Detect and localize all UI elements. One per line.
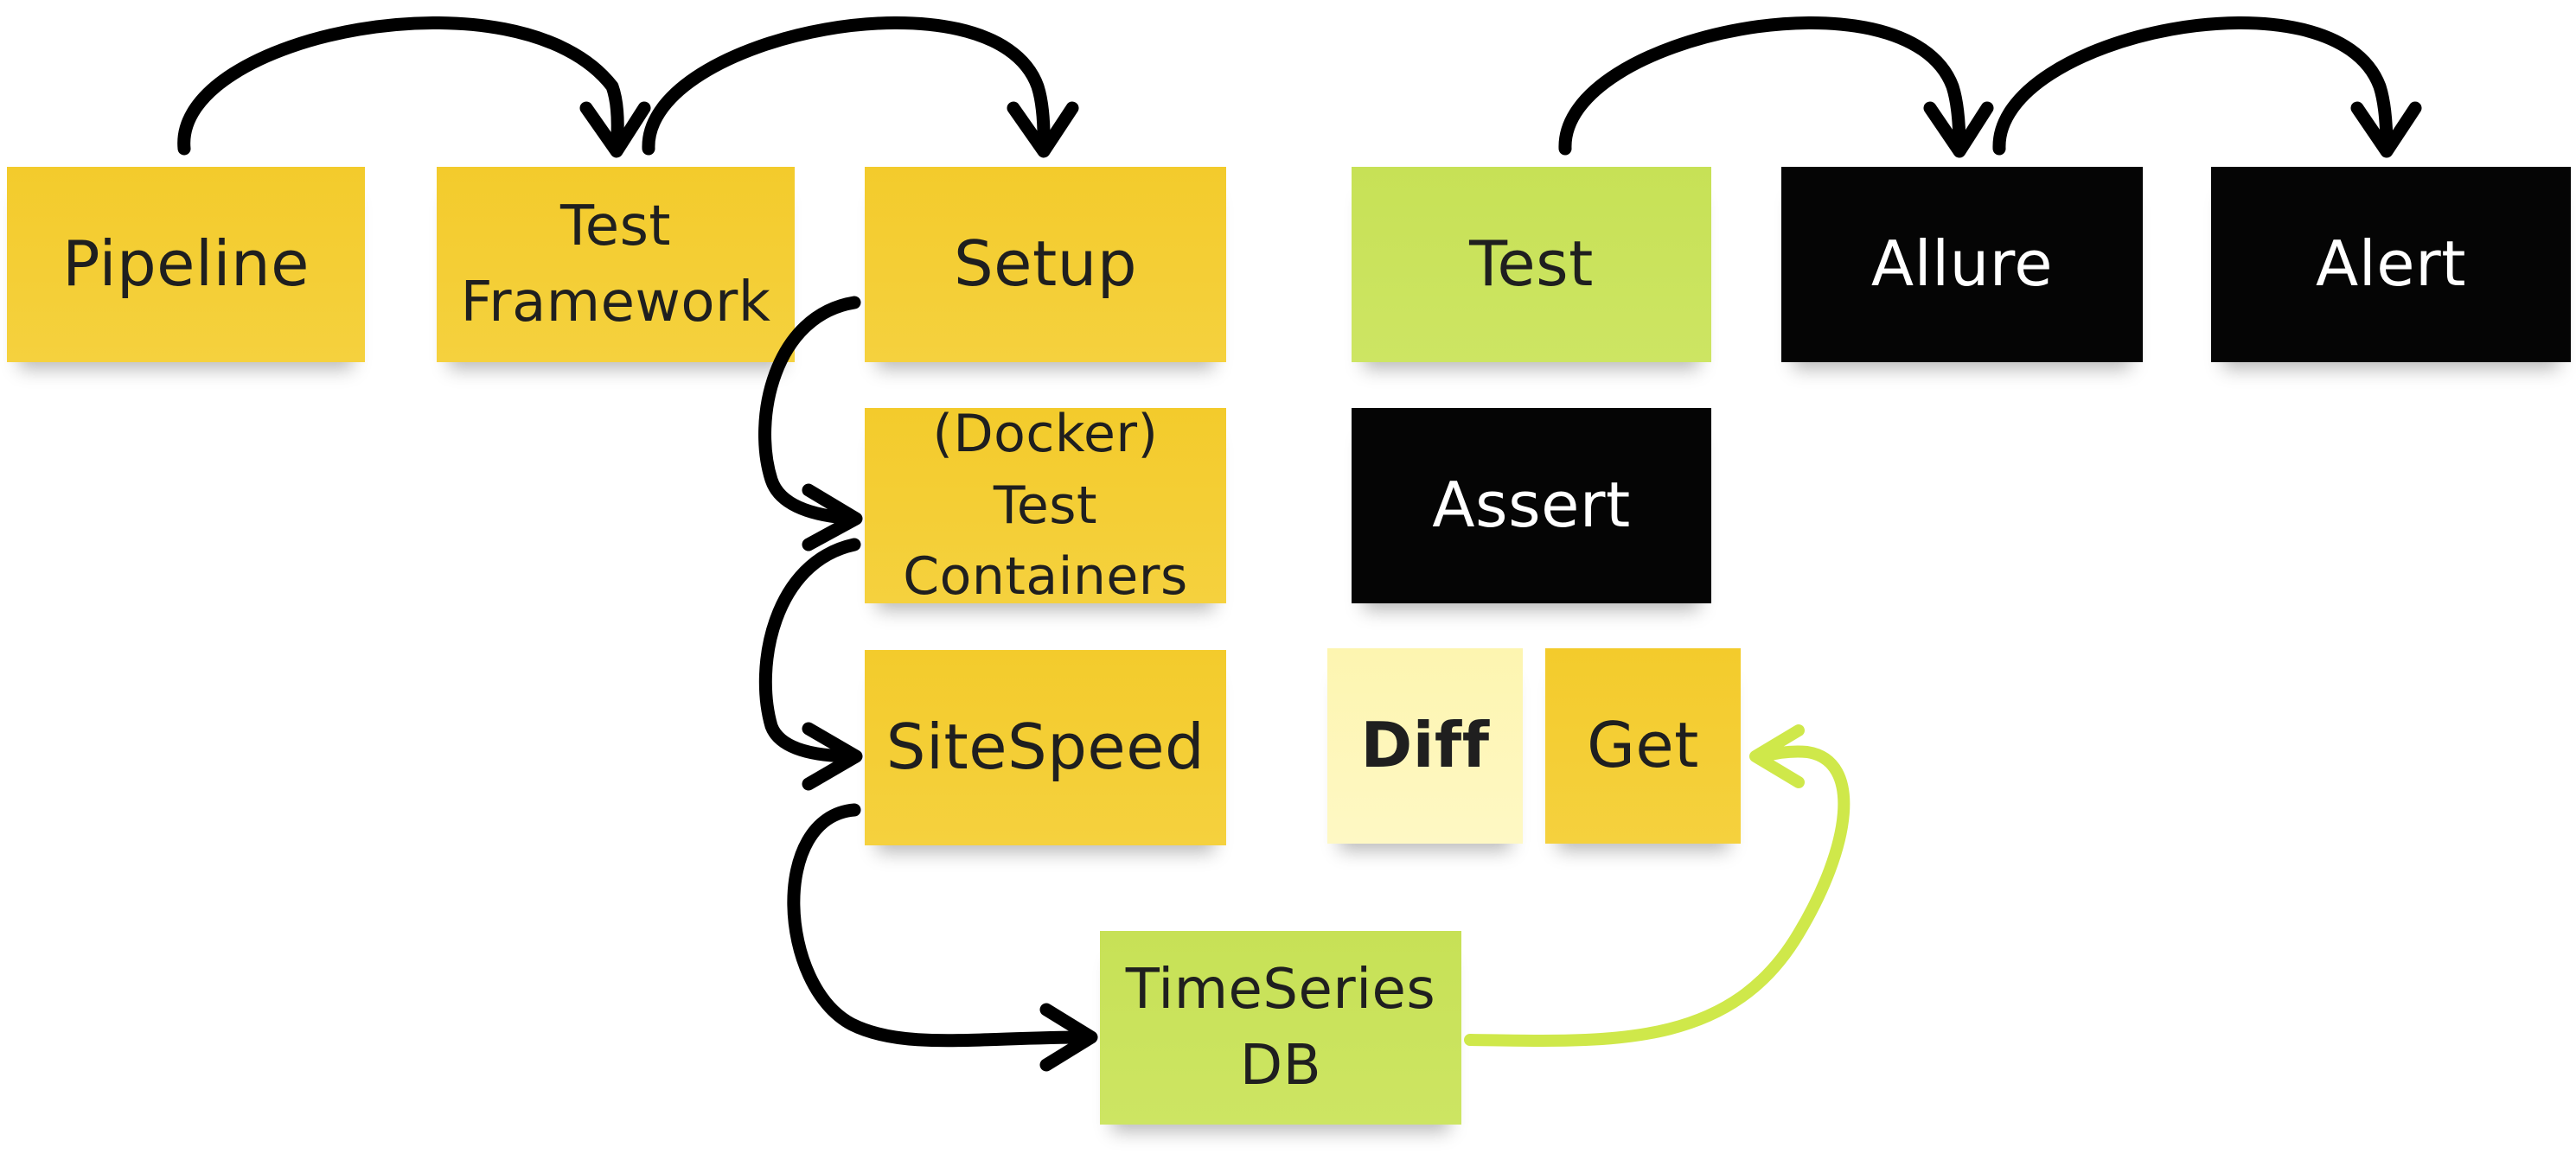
note-get[interactable]: Get xyxy=(1545,648,1741,844)
note-docker-test-containers[interactable]: (Docker) Test Containers xyxy=(865,404,1226,607)
note-timeseries-db-label: TimeSeries DB xyxy=(1125,957,1436,1098)
note-allure-label: Allure xyxy=(1870,227,2054,301)
note-timeseries-db[interactable]: TimeSeries DB xyxy=(1100,931,1461,1125)
note-diff-label: Diff xyxy=(1360,709,1490,782)
note-assert-label: Assert xyxy=(1432,468,1631,542)
note-setup[interactable]: Setup xyxy=(865,167,1226,362)
arrowhead-test-framework xyxy=(579,101,651,158)
arrow-test-to-allure xyxy=(1558,16,1966,156)
note-test-label: Test xyxy=(1469,227,1594,301)
arrowhead-get xyxy=(1749,724,1805,788)
arrow-test-framework-to-setup xyxy=(642,16,1051,156)
arrowhead-docker xyxy=(802,483,863,551)
arrow-docker-to-sitespeed xyxy=(758,538,861,763)
note-allure[interactable]: Allure xyxy=(1781,167,2143,362)
arrowhead-timeseries xyxy=(1039,1003,1098,1072)
note-sitespeed-label: SiteSpeed xyxy=(885,711,1205,784)
arrowhead-allure xyxy=(1923,101,1994,158)
note-alert-label: Alert xyxy=(2316,227,2466,301)
arrowhead-setup xyxy=(1007,101,1079,158)
note-pipeline[interactable]: Pipeline xyxy=(7,167,365,362)
note-test-framework[interactable]: Test Framework xyxy=(437,167,795,362)
note-docker-test-containers-label: (Docker) Test Containers xyxy=(903,403,1188,608)
note-setup-label: Setup xyxy=(953,227,1138,301)
note-sitespeed[interactable]: SiteSpeed xyxy=(865,650,1226,845)
arrow-pipeline-to-test-framework xyxy=(177,16,624,156)
note-test[interactable]: Test xyxy=(1352,167,1711,362)
note-alert[interactable]: Alert xyxy=(2211,167,2571,362)
arrowhead-alert xyxy=(2350,101,2422,158)
arrowhead-sitespeed xyxy=(802,722,863,791)
arrow-allure-to-alert xyxy=(1992,16,2394,156)
note-diff[interactable]: Diff xyxy=(1327,648,1523,844)
note-test-framework-label: Test Framework xyxy=(460,194,771,335)
note-assert[interactable]: Assert xyxy=(1352,408,1711,603)
note-get-label: Get xyxy=(1587,709,1699,782)
note-pipeline-label: Pipeline xyxy=(62,227,310,301)
